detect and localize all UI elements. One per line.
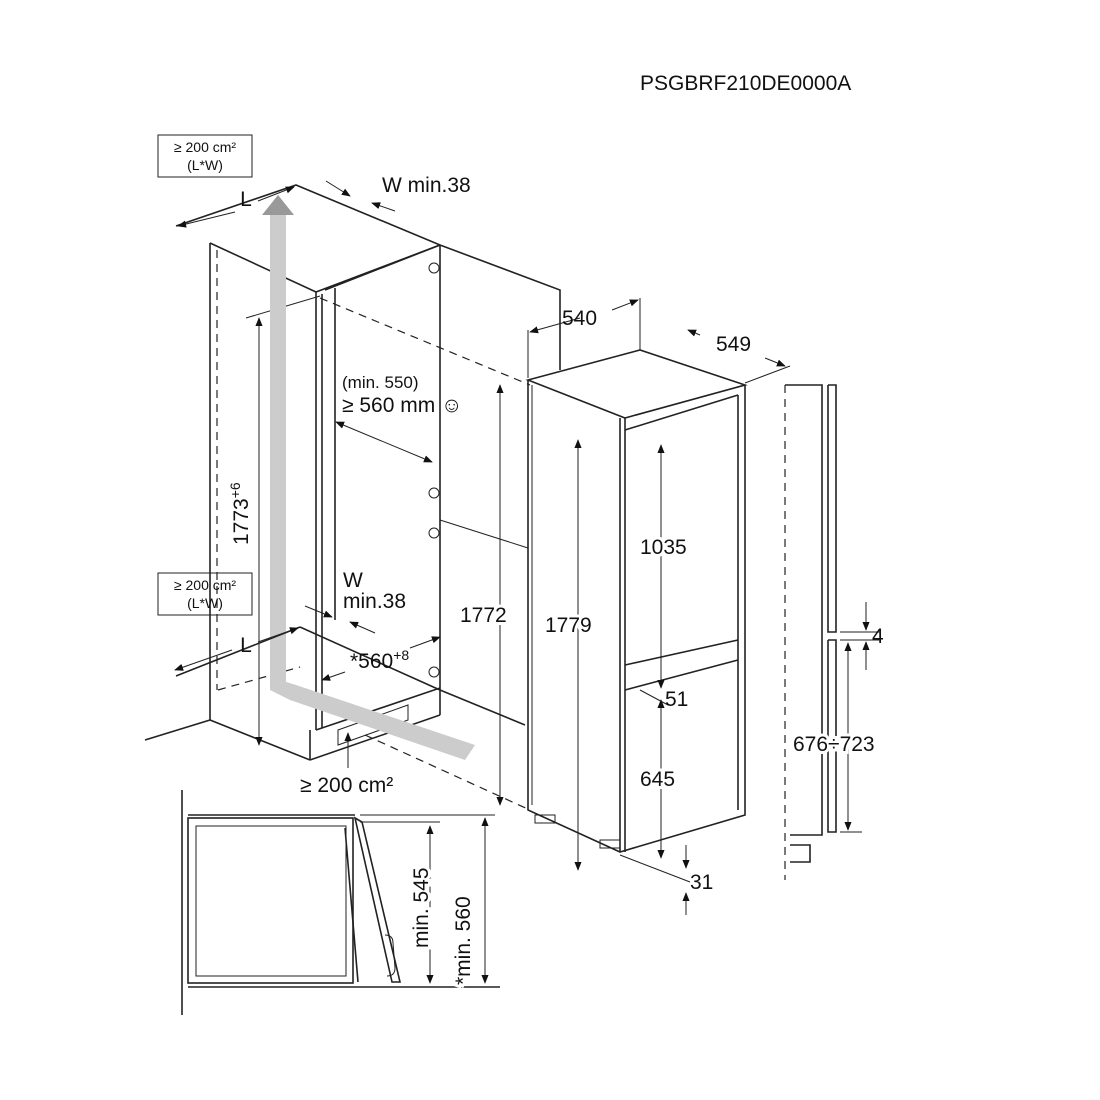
- top-vent-area: ≥ 200 cm²: [174, 139, 236, 155]
- freezer-door-height: 645: [640, 768, 675, 791]
- section-view: [181, 790, 500, 1015]
- w-bottom-label: W: [343, 569, 363, 592]
- section-min-560: *min. 560: [452, 896, 475, 985]
- cabinet-height: 1773+6: [227, 482, 253, 545]
- appliance-depth: 549: [716, 333, 751, 356]
- side-profile: [784, 384, 837, 880]
- hinge-icon: [428, 262, 440, 678]
- section-min-545: min. 545: [410, 867, 433, 948]
- cabinet-niche: [144, 184, 561, 811]
- door-clearance-recommended: ≥ 560 mm ☺: [342, 394, 463, 417]
- appliance: [525, 349, 748, 853]
- bottom-clearance: 31: [690, 871, 713, 894]
- fridge-door-height: 1035: [640, 536, 687, 559]
- door-gap: 51: [665, 688, 688, 711]
- cabinet-depth: *560+8: [350, 647, 409, 673]
- label-L-top: L: [240, 188, 252, 211]
- appliance-total-height: 1779: [545, 614, 592, 637]
- plinth-vent-area: ≥ 200 cm²: [300, 774, 393, 797]
- top-vent-box: ≥ 200 cm² (L*W): [157, 134, 253, 178]
- door-clearance-min: (min. 550): [342, 373, 419, 392]
- bottom-vent-area: ≥ 200 cm²: [174, 577, 236, 593]
- top-vent-formula: (L*W): [187, 157, 223, 173]
- appliance-body-height: 1772: [460, 604, 507, 627]
- profile-gap: 4: [872, 625, 884, 648]
- bottom-vent-formula: (L*W): [187, 595, 223, 611]
- w-bottom-min: min.38: [343, 590, 406, 613]
- bottom-vent-box: ≥ 200 cm² (L*W): [157, 572, 253, 616]
- appliance-width: 540: [562, 307, 597, 330]
- profile-range: 676÷723: [793, 733, 875, 756]
- label-L-bottom: L: [240, 634, 252, 657]
- model-code: PSGBRF210DE0000A: [640, 72, 851, 95]
- w-min-top: W min.38: [382, 174, 471, 197]
